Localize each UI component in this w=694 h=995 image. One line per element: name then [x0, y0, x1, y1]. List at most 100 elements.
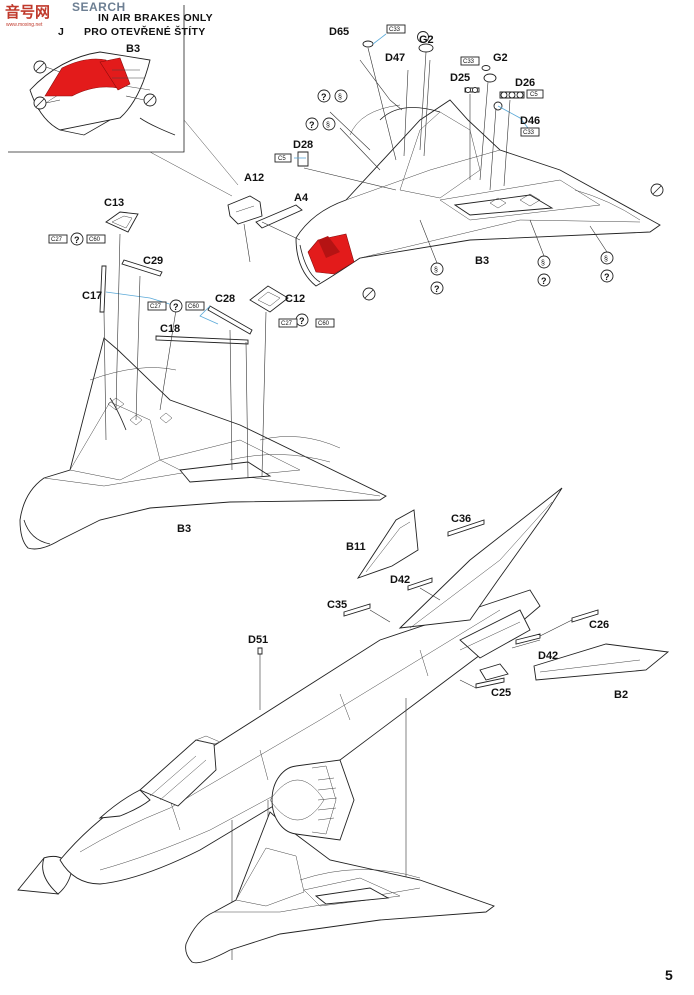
ref-c5-a: C5 [530, 92, 538, 98]
svg-text:§: § [434, 267, 438, 274]
part-c29 [121, 259, 163, 277]
question-icon [169, 299, 183, 313]
svg-text:?: ? [604, 272, 610, 282]
upper-wing-assembly: ? § ? § § ? § ? § ? C33 C33 C5 C33 C5 [227, 24, 664, 301]
ref-c33-a: C33 [389, 27, 401, 33]
watermark-subtext: www.moxing.net [6, 22, 43, 28]
page-number: 5 [665, 967, 673, 983]
svg-text:§: § [604, 256, 608, 263]
part-d42-b [515, 633, 541, 645]
question-icon [70, 232, 84, 246]
label-c35: C35 [327, 599, 347, 611]
svg-text:?: ? [321, 92, 327, 102]
part-b11 [356, 509, 419, 579]
svg-text:?: ? [299, 316, 305, 326]
label-c12: C12 [285, 293, 305, 305]
label-c17: C17 [82, 290, 102, 302]
optional-part-icon [322, 117, 336, 131]
svg-text:§: § [541, 260, 545, 267]
svg-text:?: ? [309, 120, 315, 130]
header-line-2-prefix: J [58, 26, 64, 38]
label-d25: D25 [450, 72, 470, 84]
label-c26: C26 [589, 619, 609, 631]
ref-c60-a: C60 [89, 237, 101, 243]
part-c26 [571, 609, 599, 623]
part-g2 [418, 43, 497, 83]
ref-c27-b: C27 [150, 304, 162, 310]
part-d26 [499, 91, 525, 99]
svg-text:?: ? [541, 276, 547, 286]
part-c12 [249, 285, 289, 313]
part-a4 [255, 204, 303, 229]
label-b3-upper: B3 [475, 255, 489, 267]
label-c28: C28 [215, 293, 235, 305]
watermark-badge: 音号网 [5, 3, 50, 21]
label-d42-a: D42 [390, 574, 410, 586]
label-b3-mid: B3 [177, 523, 191, 535]
label-a4: A4 [294, 192, 309, 204]
part-c18 [155, 335, 249, 345]
part-d28 [294, 151, 309, 167]
question-icon [600, 269, 614, 283]
part-d51 [257, 647, 263, 655]
label-c36: C36 [451, 513, 471, 525]
cockpit-canopy [139, 739, 217, 807]
vertical-fin [398, 487, 563, 629]
svg-text:?: ? [74, 235, 80, 245]
label-g2-a: G2 [419, 34, 434, 46]
watermark-brand: SEARCH [72, 0, 126, 14]
label-d51: D51 [248, 634, 268, 646]
watermark: 音号网 www.moxing.net SEARCH [0, 0, 126, 28]
part-c36 [447, 519, 485, 537]
question-icon [430, 281, 444, 295]
label-d46: D46 [520, 115, 540, 127]
svg-text:§: § [326, 122, 330, 129]
ref-c33-c: C33 [523, 130, 535, 136]
label-c13: C13 [104, 197, 124, 209]
header-line-2: PRO OTEVŘENÉ ŠTÍTY [84, 25, 206, 38]
label-b2: B2 [614, 689, 628, 701]
label-d42-b: D42 [538, 650, 558, 662]
question-icon [305, 117, 319, 131]
label-c25: C25 [491, 687, 511, 699]
label-a12: A12 [244, 172, 264, 184]
part-d65 [362, 33, 387, 48]
glue-icon [417, 31, 429, 43]
part-c17 [99, 265, 107, 313]
ref-c27-c: C27 [281, 321, 293, 327]
question-icon [537, 273, 551, 287]
part-b2 [533, 643, 670, 681]
part-c28 [207, 305, 253, 335]
part-c13 [105, 211, 139, 233]
label-b11: B11 [346, 541, 366, 553]
part-d42-a [407, 577, 433, 591]
label-d28: D28 [293, 139, 313, 151]
label-c29: C29 [143, 255, 163, 267]
ref-c60-b: C60 [188, 304, 200, 310]
inset-airbrake: B3 [29, 43, 176, 136]
fuselage-assembly: C36 B11 D42 C35 C26 D51 D42 B2 C25 [17, 487, 670, 964]
label-d65: D65 [329, 26, 349, 38]
svg-text:§: § [338, 94, 342, 101]
part-a12 [227, 195, 263, 225]
ref-c5-b: C5 [278, 156, 286, 162]
middle-wing-assembly: ? ? ? C27 C60 C27 C60 C27 C60 C13 C29 C1… [19, 197, 387, 550]
optional-part-icon [334, 89, 348, 103]
air-brake-right-red [99, 57, 131, 91]
svg-text:?: ? [434, 284, 440, 294]
question-icon [317, 89, 331, 103]
ref-c27-a: C27 [51, 237, 63, 243]
label-d47: D47 [385, 52, 405, 64]
svg-text:?: ? [173, 302, 179, 312]
label-c18: C18 [160, 323, 180, 335]
label-d26: D26 [515, 77, 535, 89]
header-line-1: IN AIR BRAKES ONLY [98, 12, 213, 24]
ref-c33-b: C33 [463, 59, 475, 65]
ref-c60-c: C60 [318, 321, 330, 327]
inset-frame [8, 5, 239, 197]
part-d25 [464, 87, 480, 93]
label-g2-b: G2 [493, 52, 508, 64]
part-c35 [343, 603, 371, 617]
